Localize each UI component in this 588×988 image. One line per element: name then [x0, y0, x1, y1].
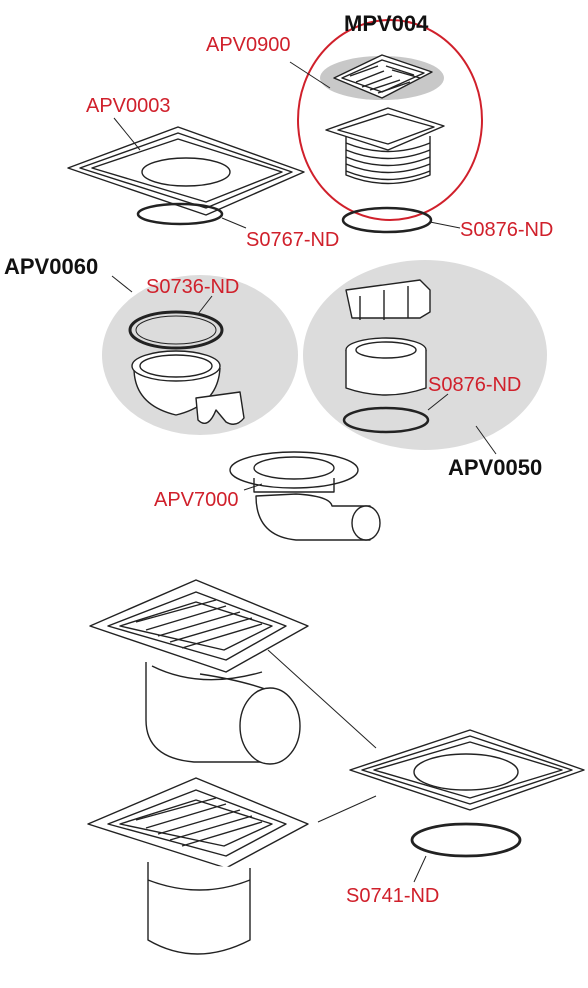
assembly-upper	[89, 579, 309, 765]
s0741-leader	[413, 855, 427, 883]
mpv004-grate	[333, 54, 433, 99]
s0741-ring	[410, 822, 522, 858]
connector-line-lower	[317, 795, 377, 823]
apv0050-parts	[342, 279, 431, 434]
apv0050-leader	[475, 425, 497, 455]
s0767-leader	[221, 217, 247, 229]
label-s0876-top: S0876-ND	[460, 219, 554, 241]
label-s0767: S0767-ND	[246, 229, 340, 251]
label-apv7000: APV7000	[154, 489, 239, 511]
mpv004-highlight-circle	[297, 19, 483, 221]
s0767-ring	[136, 202, 224, 226]
apv0003-leader	[113, 117, 141, 151]
apv7000-leader	[243, 483, 263, 491]
label-s0876-mid: S0876-ND	[428, 374, 522, 396]
label-apv0050: APV0050	[448, 455, 543, 480]
apv0060-leader	[111, 275, 133, 293]
apv0900-leader	[289, 61, 331, 89]
apv7000-body	[229, 451, 381, 541]
label-mpv004: MPV004	[344, 11, 429, 36]
label-apv0003: APV0003	[86, 95, 171, 117]
label-apv0900: APV0900	[206, 34, 291, 56]
label-s0741: S0741-ND	[346, 885, 440, 907]
apv0060-parts	[128, 310, 245, 425]
s0736-leader	[197, 295, 213, 315]
apv0900-body	[325, 107, 445, 185]
right-flange	[349, 729, 585, 811]
label-s0736: S0736-ND	[146, 276, 240, 298]
label-apv0060: APV0060	[4, 254, 99, 279]
s0876-mid-leader	[427, 393, 449, 411]
assembly-lower	[87, 777, 309, 955]
s0876-top-ring	[341, 206, 433, 234]
apv0003-flange	[67, 126, 305, 216]
connector-line-upper	[267, 649, 377, 749]
s0876-top-leader	[429, 221, 461, 229]
